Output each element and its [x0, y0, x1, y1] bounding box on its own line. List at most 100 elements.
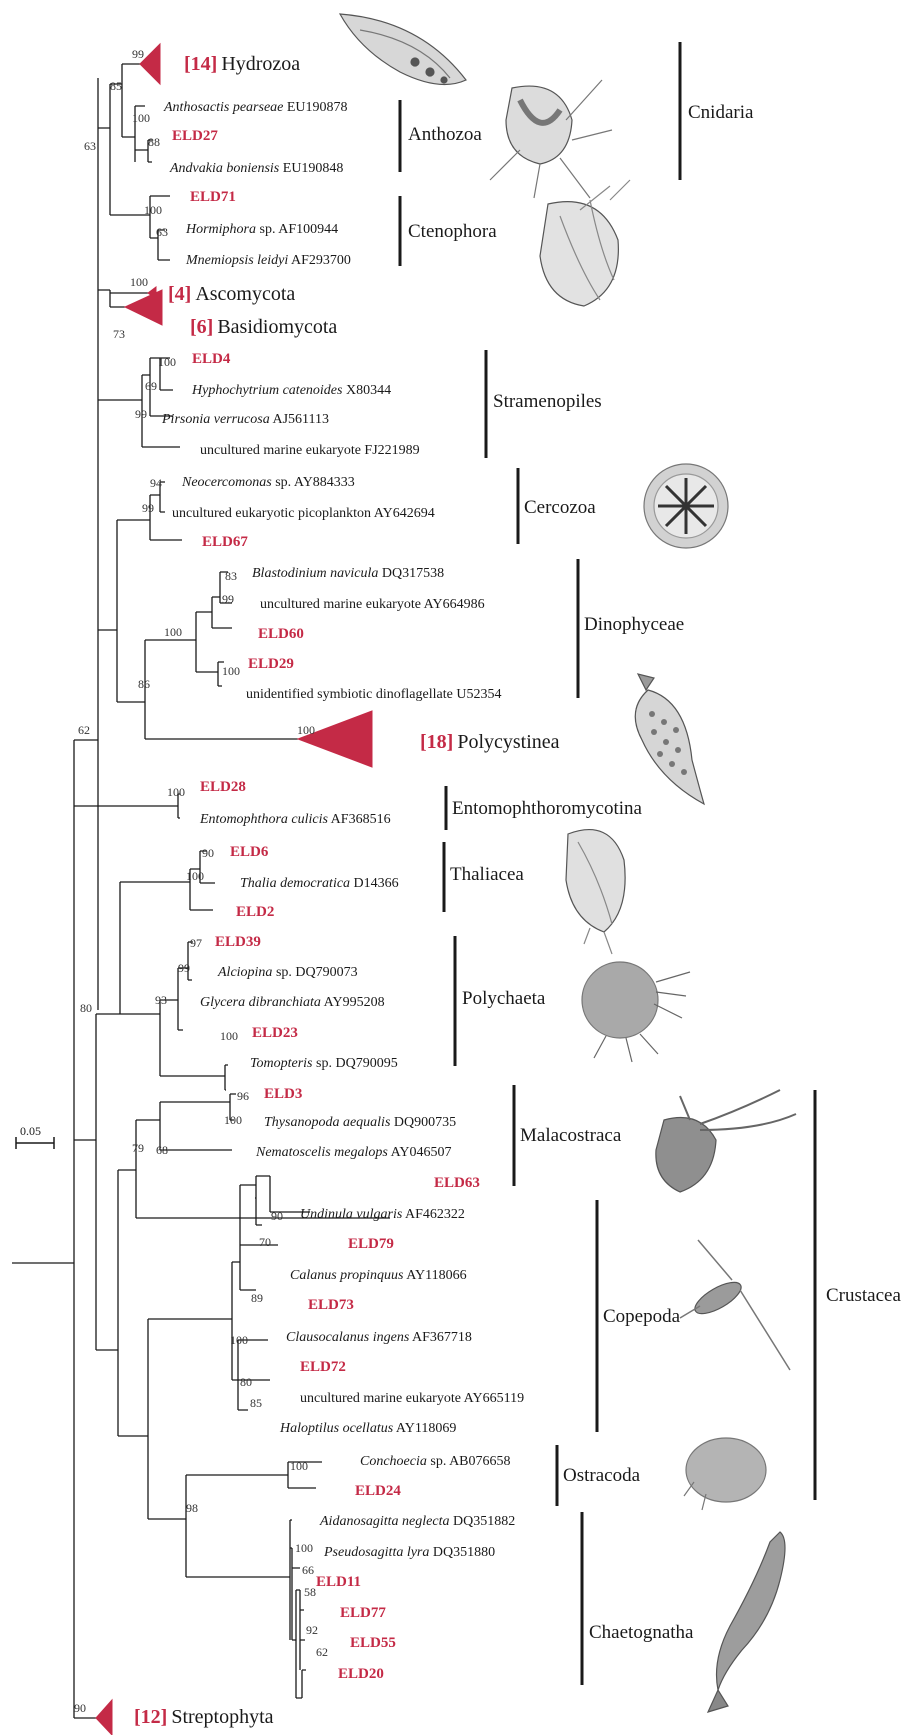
tip-eld23: ELD23 [252, 1025, 298, 1041]
group-label-cercozoa: Cercozoa [524, 497, 596, 518]
bootstrap-value: 93 [155, 993, 167, 1007]
branch-bilat [74, 1014, 120, 1350]
group-label-entomophthoromycotina: Entomophthoromycotina [452, 798, 643, 819]
tip-alciopina: Alciopina sp. DQ790073 [217, 965, 358, 980]
bootstrap-value: 86 [138, 677, 150, 691]
bootstrap-value: 73 [113, 327, 125, 341]
bootstrap-value: 99 [135, 407, 147, 421]
bootstrap-value: 100 [222, 664, 240, 678]
bootstrap-value: 68 [156, 1143, 168, 1157]
bootstrap-value: 85 [250, 1396, 262, 1410]
bootstrap-value: 90 [202, 846, 214, 860]
tip-uncult2: uncultured marine eukaryote AY664986 [260, 597, 485, 612]
group-label-cnidaria: Cnidaria [688, 102, 754, 123]
bootstrap-value: 98 [186, 1501, 198, 1515]
tip-eld20: ELD20 [338, 1666, 384, 1682]
bootstrap-value: 99 [132, 47, 144, 61]
tip-eld3: ELD3 [264, 1086, 302, 1102]
malacostraca-illustration [656, 1090, 796, 1192]
bootstrap-value: 80 [80, 1001, 92, 1015]
tip-neocercomonas: Neocercomonas sp. AY884333 [181, 475, 355, 490]
tip-hyphochytrium: Hyphochytrium catenoides X80344 [191, 383, 391, 398]
tip-eld29: ELD29 [248, 656, 294, 672]
tip-eld77: ELD77 [340, 1605, 386, 1621]
tip-eld60: ELD60 [258, 626, 304, 642]
triangle-basidiomycota [125, 290, 162, 325]
collapsed-ascomycota: [4] Ascomycota [168, 283, 295, 305]
bootstrap-value: 66 [302, 1563, 314, 1577]
bootstrap-value: 99 [178, 961, 190, 975]
collapsed-streptophyta: [12] Streptophyta [134, 1706, 274, 1728]
triangle-polycystinea [298, 711, 372, 767]
tip-mnemiopsis: Mnemiopsis leidyi AF293700 [185, 253, 351, 268]
tip-undinula: Undinula vulgaris AF462322 [300, 1207, 465, 1222]
bootstrap-value: 70 [259, 1235, 271, 1249]
bootstrap-value: 99 [222, 592, 234, 606]
bootstrap-value: 63 [84, 139, 96, 153]
tip-pseudosagitta: Pseudosagitta lyra DQ351880 [323, 1545, 495, 1560]
bootstrap-value: 85 [110, 79, 122, 93]
group-label-anthozoa: Anthozoa [408, 124, 482, 145]
bootstrap-value: 62 [316, 1645, 328, 1659]
chaetognatha-illustration [708, 1532, 785, 1712]
bootstrap-value: 80 [240, 1375, 252, 1389]
bootstrap-value: 100 [220, 1029, 238, 1043]
bootstrap-value: 100 [132, 111, 150, 125]
bootstrap-value: 92 [306, 1623, 318, 1637]
scale-line [16, 1137, 54, 1149]
tip-eld67: ELD67 [202, 534, 248, 550]
tip-hormiphora: Hormiphora sp. AF100944 [185, 222, 338, 237]
tip-andvakia: Andvakia boniensis EU190848 [169, 161, 343, 176]
tip-eld24: ELD24 [355, 1483, 401, 1499]
bootstrap-value: 89 [251, 1291, 263, 1305]
branch-polychaeta [120, 942, 228, 1090]
anthozoa-illustration [490, 80, 612, 198]
group-label-copepoda: Copepoda [603, 1306, 681, 1327]
branch-arthropoda [96, 1170, 136, 1436]
tip-eld28: ELD28 [200, 779, 246, 795]
bootstrap-value: 100 [295, 1541, 313, 1555]
tip-blastodinium: Blastodinium navicula DQ317538 [252, 566, 444, 581]
bootstrap-value: 79 [132, 1141, 144, 1155]
tip-eld63: ELD63 [434, 1175, 480, 1191]
bootstrap-value: 94 [150, 476, 162, 490]
group-label-polychaeta: Polychaeta [462, 988, 546, 1009]
group-label-ostracoda: Ostracoda [563, 1465, 641, 1486]
bootstrap-value: 100 [230, 1333, 248, 1347]
branch-chaetognatha [186, 1520, 306, 1698]
tip-eld55: ELD55 [350, 1635, 396, 1651]
thaliacea-illustration [566, 830, 625, 954]
tip-eld79: ELD79 [348, 1236, 394, 1252]
tip-aidanosagitta: Aidanosagitta neglecta DQ351882 [319, 1514, 515, 1529]
copepoda-illustration [680, 1240, 790, 1370]
bootstrap-value: 62 [78, 723, 90, 737]
tree-branches [12, 64, 390, 1718]
group-label-chaetognatha: Chaetognatha [589, 1622, 694, 1643]
bootstrap-value: 69 [145, 379, 157, 393]
bootstrap-value: 63 [156, 225, 168, 239]
bootstrap-value: 97 [190, 936, 202, 950]
polychaeta-illustration [582, 962, 690, 1062]
branch-cerco-dino [98, 520, 117, 702]
branch-entomophthora [74, 794, 180, 818]
tip-calanus: Calanus propinquus AY118066 [290, 1268, 467, 1283]
bootstrap-value: 100 [164, 625, 182, 639]
branch-dino-poly [117, 640, 196, 739]
bootstrap-value: 100 [167, 785, 185, 799]
tip-eld11: ELD11 [316, 1574, 361, 1590]
bootstrap-value: 88 [148, 135, 160, 149]
branch-ostra-chaeto [148, 1462, 322, 1577]
tip-entomophthora: Entomophthora culicis AF368516 [199, 812, 391, 827]
ostracoda-illustration [684, 1438, 766, 1510]
tip-conchoecia: Conchoecia sp. AB076658 [360, 1454, 511, 1469]
triangle-streptophyta [96, 1700, 112, 1735]
tip-labels: Anthosactis pearseae EU190878 ELD27 Andv… [161, 100, 524, 1682]
tip-picoplankton: uncultured eukaryotic picoplankton AY642… [172, 506, 435, 521]
collapsed-basidiomycota: [6] Basidiomycota [190, 316, 337, 338]
group-label-crustacea: Crustacea [826, 1285, 901, 1306]
tip-eld72: ELD72 [300, 1359, 346, 1375]
tip-eld2: ELD2 [236, 904, 274, 920]
tip-nematoscelis: Nematoscelis megalops AY046507 [255, 1145, 452, 1160]
bootstrap-value: 96 [237, 1089, 249, 1103]
